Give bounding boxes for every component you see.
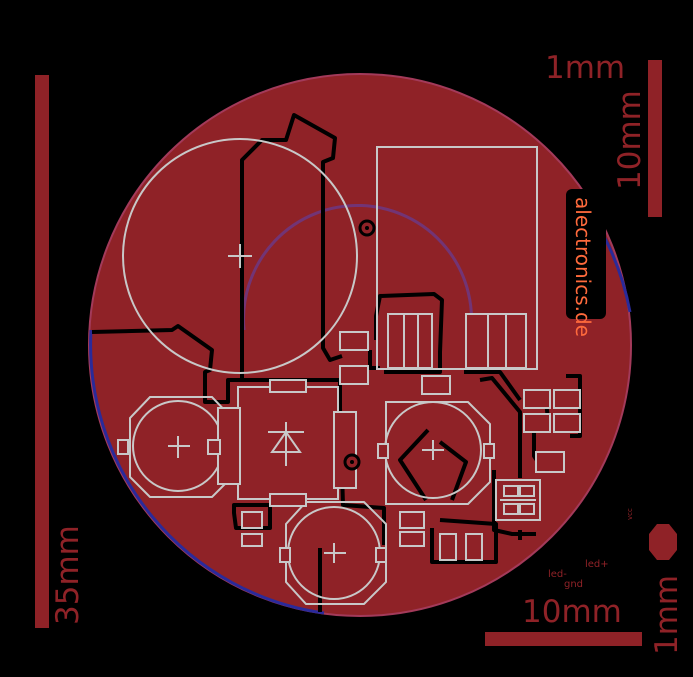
pad-label-led-plus: led+ — [585, 559, 609, 570]
inductor-outline — [376, 146, 538, 370]
scale-label-bottom: 10mm — [522, 594, 622, 630]
vcc-test-point — [649, 524, 677, 560]
board-outline-left — [89, 329, 325, 615]
scale-label-right-vertical: 10mm — [612, 90, 648, 190]
pad-label-gnd: gnd — [564, 579, 583, 590]
cap-right-outline — [385, 401, 491, 505]
pad-label-led-minus: led- — [548, 569, 567, 580]
pad-label-vcc: vcc — [626, 508, 634, 520]
scale-label-left-vertical: 35mm — [50, 525, 86, 625]
cap-left-outline — [129, 396, 233, 498]
brand-label-background — [566, 189, 606, 319]
scale-label-bottom-right-vertical: 1mm — [649, 575, 685, 655]
scale-bar-35mm — [35, 75, 49, 628]
scale-bar-10mm-vertical — [648, 60, 662, 217]
smd-pads — [241, 313, 581, 561]
silkscreen — [122, 138, 541, 605]
inner-ring — [242, 204, 474, 339]
scale-label-top-right: 1mm — [545, 50, 625, 86]
battery-holder-outline — [122, 138, 358, 374]
vias — [343, 219, 376, 471]
scale-bar-10mm-horizontal — [485, 632, 642, 646]
brand-label: alectronics.de — [571, 197, 595, 337]
brand-label-group: alectronics.de — [566, 189, 606, 337]
cap-bottom-outline — [285, 501, 387, 605]
